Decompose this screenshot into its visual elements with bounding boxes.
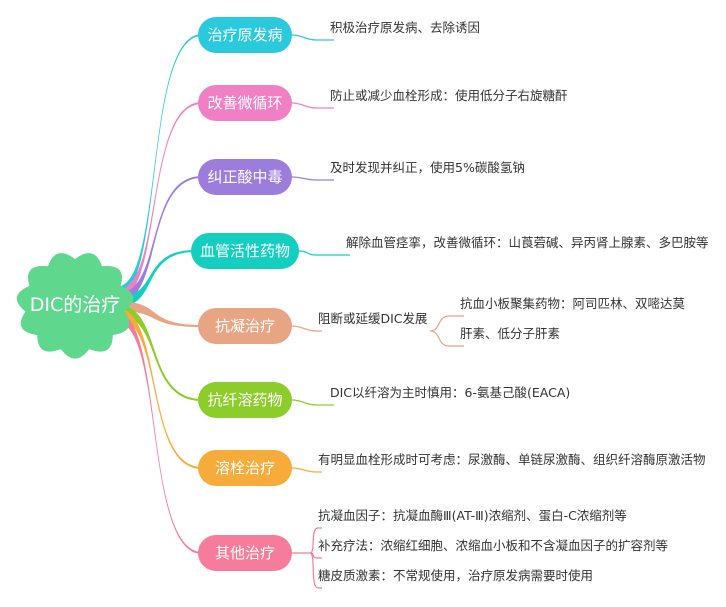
branch-node: 溶栓治疗 有明显血栓形成时可考虑：尿激酶、单链尿激酶、组织纤溶酶原激活物 <box>198 450 706 486</box>
leaf-text: 及时发现并纠正，使用5%碳酸氢钠 <box>330 160 525 175</box>
root-node[interactable] <box>16 253 134 359</box>
branch-node: 治疗原发病 积极治疗原发病、去除诱因 <box>198 17 480 53</box>
branch-label: 改善微循环 <box>207 94 282 112</box>
leaf-underline <box>309 527 322 554</box>
branch-node: 血管活性药物 解除血管痉挛，改善微循环：山莨菪碱、异丙肾上腺素、多巴胺等 <box>191 233 709 269</box>
branch-connector <box>117 301 202 327</box>
branch-pill[interactable] <box>198 159 292 195</box>
branch-label: 治疗原发病 <box>207 26 282 44</box>
branch-label: 抗凝治疗 <box>215 317 275 335</box>
branch-pill[interactable] <box>198 535 292 571</box>
leaf-text: 有明显血栓形成时可考虑：尿激酶、单链尿激酶、组织纤溶酶原激活物 <box>318 452 706 467</box>
leaf-underline <box>291 399 334 406</box>
branch-label: 血管活性药物 <box>200 242 290 260</box>
root-group: DIC的治疗 <box>16 253 134 359</box>
branch-connector <box>117 308 202 469</box>
leaf-text: 糖皮质激素：不常规使用，治疗原发病需要时使用 <box>318 568 593 583</box>
branch-node: 纠正酸中毒 及时发现并纠正，使用5%碳酸氢钠 <box>198 159 525 195</box>
branch-node: 抗纤溶药物 DIC以纤溶为主时慎用：6-氨基己酸(EACA) <box>198 382 570 418</box>
branch-pill[interactable] <box>198 308 292 344</box>
leaf-underline <box>298 250 350 256</box>
branch-pill[interactable] <box>191 233 299 269</box>
branch-node: 改善微循环 防止或减少血栓形成：使用低分子右旋糖酐 <box>198 85 568 121</box>
leaf-underline <box>291 102 334 109</box>
leaf-underline <box>309 552 322 589</box>
leaf-text: DIC以纤溶为主时慎用：6-氨基己酸(EACA) <box>330 385 570 400</box>
branch-pill[interactable] <box>198 85 292 121</box>
branch-pill[interactable] <box>198 382 292 418</box>
leaf-text: 积极治疗原发病、去除诱因 <box>330 20 480 35</box>
branch-label: 抗纤溶药物 <box>207 391 282 409</box>
branch-node: 其他治疗 抗凝血因子：抗凝血酶Ⅲ(AT-Ⅲ)浓缩剂、蛋白-C浓缩剂等补充疗法：浓缩… <box>198 508 668 589</box>
subleaf-underline <box>429 315 464 332</box>
leaf-underline <box>291 467 322 473</box>
branch-label: 溶栓治疗 <box>215 459 275 477</box>
leaf-underline <box>291 176 334 181</box>
subleaf-underline <box>429 330 464 347</box>
leaf-text: 解除血管痉挛，改善微循环：山莨菪碱、异丙肾上腺素、多巴胺等 <box>346 235 709 250</box>
leaf-text: 阻断或延缓DIC发展 <box>318 311 428 326</box>
branch-pill[interactable] <box>198 17 292 53</box>
subleaf-text: 抗血小板聚集药物：阿司匹林、双嘧达莫 <box>460 296 686 311</box>
branch-connector <box>117 312 202 554</box>
branch-pill[interactable] <box>198 450 292 486</box>
root-label: DIC的治疗 <box>30 294 121 316</box>
branch-label: 纠正酸中毒 <box>207 168 282 186</box>
leaf-text: 补充疗法：浓缩红细胞、浓缩血小板和不含凝血因子的扩容剂等 <box>318 538 668 553</box>
leaf-text: 防止或减少血栓形成：使用低分子右旋糖酐 <box>330 88 568 103</box>
branch-connector <box>117 34 202 297</box>
leaf-underline <box>291 325 322 332</box>
branch-connector <box>117 250 195 308</box>
leaf-underline <box>291 34 334 41</box>
branch-label: 其他治疗 <box>215 544 275 562</box>
leaf-text: 抗凝血因子：抗凝血酶Ⅲ(AT-Ⅲ)浓缩剂、蛋白-C浓缩剂等 <box>318 508 627 523</box>
subleaf-text: 肝素、低分子肝素 <box>460 326 560 341</box>
